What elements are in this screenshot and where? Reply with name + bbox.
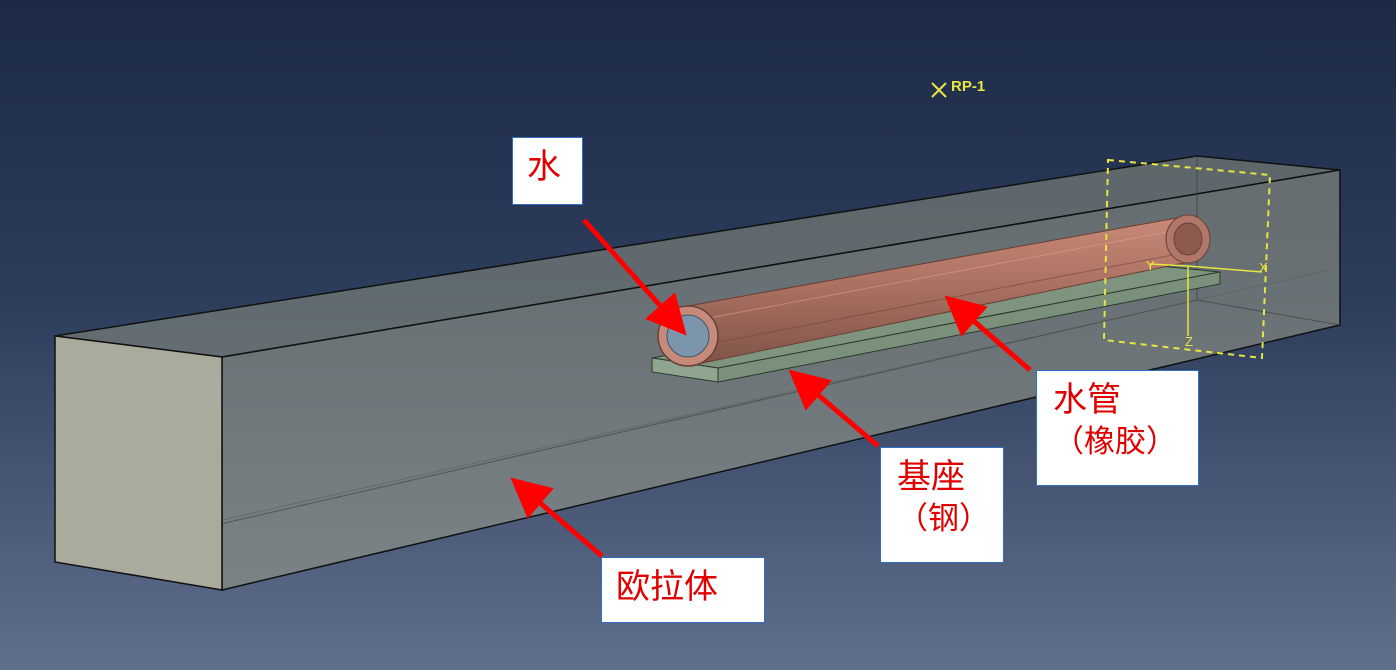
arrow-pipe bbox=[944, 295, 1032, 372]
callout-water-line1: 水 bbox=[527, 147, 561, 187]
euler-front-face bbox=[54, 335, 223, 591]
callout-euler-line1: 欧拉体 bbox=[616, 567, 718, 607]
datum-plane bbox=[1102, 158, 1272, 360]
callout-euler: 欧拉体 bbox=[601, 557, 765, 623]
arrow-water bbox=[582, 218, 687, 336]
axis-z-label: Z bbox=[1185, 334, 1193, 349]
reference-point-marker bbox=[931, 82, 947, 98]
coordinate-system: X Y Z bbox=[1146, 258, 1268, 349]
callout-base-line1: 基座 bbox=[897, 457, 965, 497]
callout-pipe-line2: （橡胶） bbox=[1053, 424, 1177, 460]
axis-x-label: X bbox=[1259, 260, 1268, 275]
axis-y-label: Y bbox=[1146, 258, 1155, 273]
reference-point-label: RP-1 bbox=[951, 78, 986, 95]
arrow-base bbox=[788, 369, 880, 448]
callout-pipe: 水管 （橡胶） bbox=[1036, 370, 1199, 486]
callout-water: 水 bbox=[512, 137, 583, 205]
callout-arrows bbox=[510, 218, 1032, 558]
callout-base-line2: （钢） bbox=[897, 501, 990, 537]
callout-base: 基座 （钢） bbox=[880, 447, 1004, 563]
arrow-euler bbox=[510, 477, 604, 558]
callout-pipe-line1: 水管 bbox=[1053, 380, 1121, 420]
